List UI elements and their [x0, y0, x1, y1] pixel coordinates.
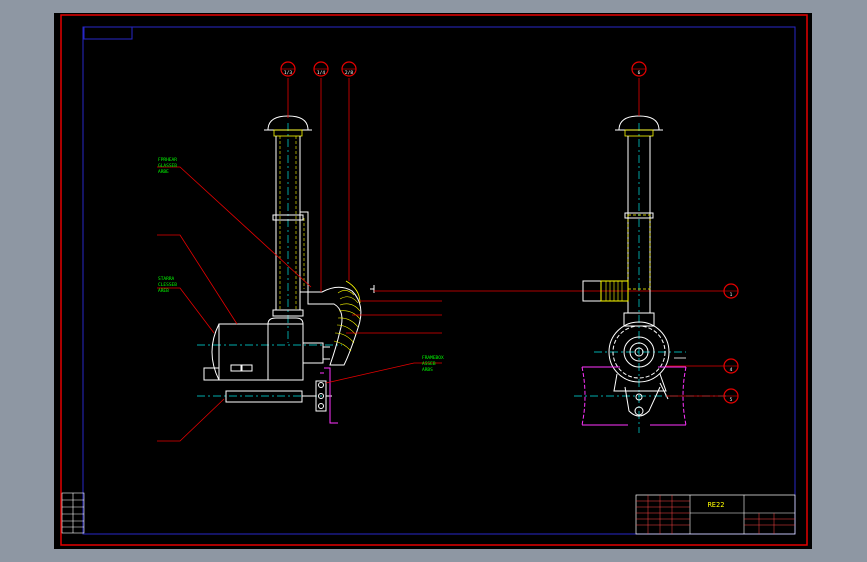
note-c-line-3: ARBS: [422, 367, 433, 373]
mount-bracket: [225, 367, 338, 424]
callout-right-mid-text: 1: [730, 292, 733, 298]
intake-pipe: [272, 136, 309, 317]
callout-right-bottom-text: 5: [730, 397, 733, 403]
note-c-line-1: FRAMEBOX: [422, 355, 444, 361]
callout-left-1-text: 1/3: [284, 70, 292, 76]
note-c-line-2: ASSEB: [422, 361, 436, 367]
note-b: STARRA CLESSEB AREB: [158, 276, 177, 294]
title-block: RE22: [635, 494, 796, 535]
title-block-name: RE22: [708, 501, 725, 509]
callout-right-mid: 1: [723, 283, 739, 299]
cad-drawing: RE22: [60, 14, 808, 546]
revision-strip: [61, 492, 85, 534]
corner-label-box: [83, 26, 133, 40]
callout-left-3: 2/8: [341, 61, 357, 77]
callout-right-bottom: 5: [723, 388, 739, 404]
note-b-line-2: CLESSEB: [158, 282, 177, 288]
note-b-line-1: STARRA: [158, 276, 175, 282]
side-bellows: [582, 280, 629, 302]
drawing-viewport[interactable]: RE22: [54, 13, 812, 549]
leader-lines-front: [157, 78, 724, 442]
side-rain-cap: [618, 115, 660, 131]
note-a-line-3: ARBE: [158, 169, 169, 175]
callout-left-2: 1/4: [313, 61, 329, 77]
callout-right-top-text: 6: [638, 70, 641, 76]
note-c: FRAMEBOX ASSEB ARBS: [422, 355, 444, 373]
callout-left-3-text: 2/8: [345, 70, 353, 76]
air-filter-housing: [203, 317, 330, 381]
note-a-line-2: GLASSEB: [158, 163, 177, 169]
note-b-line-3: AREB: [158, 288, 169, 294]
side-mount-frame: [581, 366, 687, 426]
bellows-elbow: [307, 280, 375, 366]
note-a: FPRHEAR GLASSEB ARBE: [158, 157, 177, 175]
front-view: 1/3 1/4 2/8 FPRHEAR GLASSEB ARBE STARRA …: [157, 61, 724, 442]
drawing-outer-frame: [60, 14, 808, 546]
drawing-inner-border: [82, 26, 796, 535]
callout-left-2-text: 1/4: [317, 70, 325, 76]
callout-right-lower-text: 4: [730, 367, 733, 373]
callout-left-1: 1/3: [280, 61, 296, 77]
callout-right-top: 6: [631, 61, 647, 77]
side-filter-housing: [608, 312, 670, 417]
leader-lines-side: [638, 78, 724, 397]
callout-right-lower: 4: [723, 358, 739, 374]
note-a-line-1: FPRHEAR: [158, 157, 177, 163]
side-view: 6 1 4 5: [574, 61, 739, 433]
